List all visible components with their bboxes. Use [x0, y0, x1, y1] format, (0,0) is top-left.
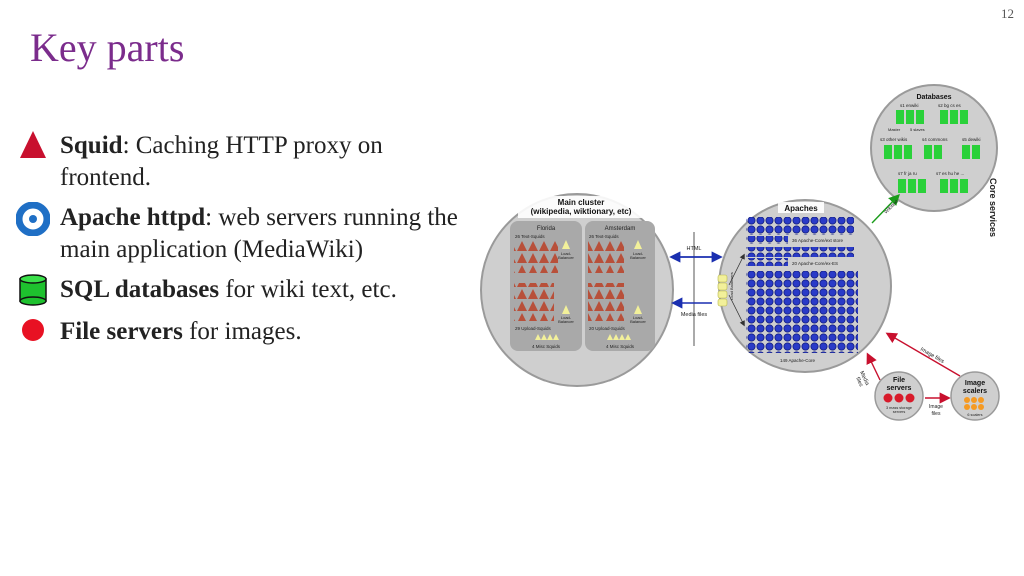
db-s1-label: s1 enwiki — [900, 103, 919, 108]
core-services-label: Core services — [988, 178, 998, 237]
florida-datacenter: Florida 26 Text-Squids Load- Balancer Lo… — [510, 221, 582, 351]
db-s7b-label: s7 es hu he ... — [936, 171, 964, 176]
apache-servers — [746, 247, 854, 257]
bullet-desc: : Caching HTTP proxy on frontend. — [60, 132, 383, 191]
file-servers-title: servers — [887, 385, 912, 392]
image-scalers-caption: 6 scalers — [967, 413, 982, 417]
apaches-title: Apaches — [784, 204, 818, 213]
db-s3-label: s3 other wikis — [880, 137, 908, 142]
lb-label: Balancer — [558, 319, 574, 324]
lb-label: Balancer — [630, 319, 646, 324]
architecture-diagram: Main cluster (wikipedia, wiktionary, etc… — [480, 84, 1000, 421]
load-balancers: Load Balancers — [717, 272, 734, 307]
bullet-term: Apache httpd — [60, 204, 206, 231]
bullet-text: SQL databases for wiki text, etc. — [60, 274, 397, 306]
bullet-text: Squid: Caching HTTP proxy on frontend. — [60, 130, 464, 194]
main-cluster-title: Main cluster — [558, 198, 605, 207]
media-files-label: files — [854, 376, 864, 388]
media-files-arrow — [866, 352, 881, 381]
image-files-label: Image files — [919, 347, 945, 366]
red-dot-icon — [14, 316, 52, 350]
florida-text-squids: 26 Text-Squids — [515, 234, 545, 239]
blue-ring-icon — [14, 202, 52, 236]
load-balancer-icon — [562, 305, 570, 314]
db-s5-label: s5 dewiki — [962, 137, 981, 142]
text-squids-cluster — [588, 241, 624, 273]
apaches-cluster: Apaches 36 Apache-Core/ext store 20 Apac… — [717, 199, 892, 373]
bullet-term: File servers — [60, 318, 183, 345]
db-s7-label: s7 fr ja ru — [898, 171, 917, 176]
apache-servers — [746, 258, 788, 266]
image-files-label-2: files — [932, 411, 941, 417]
slide-title: Key parts — [30, 25, 185, 70]
main-cluster-subtitle: (wikipedia, wiktionary, etc) — [531, 207, 632, 216]
databases-title: Databases — [916, 94, 951, 101]
bullet-desc: for wiki text, etc. — [219, 276, 397, 303]
load-balancer-icon — [634, 240, 642, 249]
media-arrow-label: Media files — [681, 312, 708, 318]
text-squids-cluster — [514, 241, 558, 273]
upload-squids-cluster — [514, 283, 554, 321]
green-cylinder-icon — [14, 274, 52, 308]
file-servers-caption: servers — [893, 410, 906, 414]
image-scalers: Image scalers 6 scalers — [950, 371, 1000, 421]
florida-label: Florida — [537, 226, 556, 232]
bullet-list: Squid: Caching HTTP proxy on frontend. A… — [14, 130, 464, 358]
lb-label: Balancer — [558, 255, 574, 260]
upload-squids-cluster — [588, 283, 624, 321]
bullet-squid: Squid: Caching HTTP proxy on frontend. — [14, 130, 464, 194]
cluster-connector: HTML Media files — [669, 232, 723, 346]
load-balancer-icon — [562, 240, 570, 249]
lb-label: Load- — [561, 315, 572, 320]
slide-number: 12 — [1001, 6, 1014, 21]
bullet-term: Squid — [60, 132, 123, 159]
bullet-text: Apache httpd: web servers running the ma… — [60, 202, 464, 266]
lb-label: Load- — [633, 315, 644, 320]
db-s2-label: s2 bg cs es — [938, 103, 962, 108]
image-files-label-2: Image — [929, 404, 943, 410]
florida-upload-squids: 29 Upload-Squids — [515, 326, 552, 331]
apache-core-servers — [746, 271, 858, 353]
db-slaves-label: 5 slaves — [910, 127, 925, 132]
file-servers: File servers 3 mass storage servers — [874, 371, 924, 421]
apache-core-label: 149 Apache-Core — [780, 358, 816, 363]
bullet-desc: for images. — [182, 318, 302, 345]
amsterdam-text-squids: 26 Text-Squids — [589, 234, 619, 239]
databases-cluster: Databases s1 enwiki s2 bg cs es Master 5… — [870, 84, 998, 237]
wikitext-arrow — [871, 193, 900, 224]
florida-misc-squids: 4 Misc Squids — [532, 344, 561, 349]
red-triangle-icon — [14, 130, 52, 164]
apache-servers — [746, 217, 854, 235]
lb-label: Load- — [633, 251, 644, 256]
wikitext-label: Wikitext — [883, 198, 900, 215]
image-scalers-title: Image — [965, 380, 985, 387]
bullet-desc: : web servers running the main applicati… — [60, 204, 458, 263]
image-files-arrow — [885, 332, 961, 377]
html-arrow-label: HTML — [687, 246, 702, 252]
ext-store-label: 36 Apache-Core/ext store — [792, 238, 844, 243]
lb-label: Load- — [561, 251, 572, 256]
file-servers-title: File — [893, 377, 905, 384]
db-s4-label: s4 commons — [922, 137, 948, 142]
image-scalers-title: scalers — [963, 388, 987, 395]
bullet-term: SQL databases — [60, 276, 220, 303]
db-master-label: Master — [888, 127, 901, 132]
bullet-file: File servers for images. — [14, 316, 464, 350]
load-balancers-label: Load Balancers — [729, 272, 734, 300]
amsterdam-datacenter: Amsterdam 26 Text-Squids Load- Balancer … — [585, 221, 655, 351]
file-servers-caption: 3 mass storage — [886, 406, 912, 410]
bullet-apache: Apache httpd: web servers running the ma… — [14, 202, 464, 266]
amsterdam-upload-squids: 20 Upload-Squids — [589, 326, 626, 331]
bullet-text: File servers for images. — [60, 316, 302, 348]
apache-servers — [746, 236, 788, 244]
load-balancer-icon — [634, 305, 642, 314]
lb-label: Balancer — [630, 255, 646, 260]
amsterdam-label: Amsterdam — [605, 226, 636, 232]
amsterdam-misc-squids: 4 Misc Squids — [606, 344, 635, 349]
es-label: 20 Apache-Core/ex-ES — [792, 261, 838, 266]
bullet-sql: SQL databases for wiki text, etc. — [14, 274, 464, 308]
main-cluster: Main cluster (wikipedia, wiktionary, etc… — [480, 193, 674, 387]
